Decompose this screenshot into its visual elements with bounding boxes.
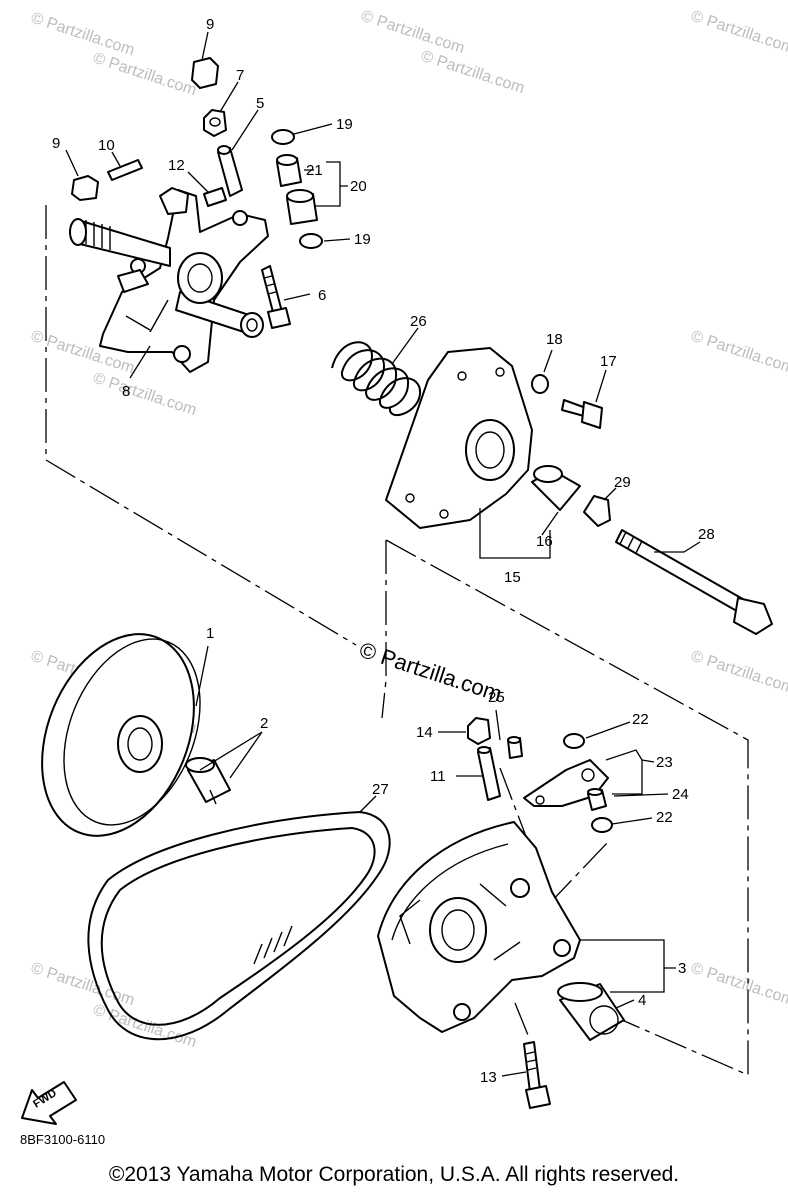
callout-2: 2 — [260, 715, 268, 732]
part-19-washer-bottom — [299, 233, 323, 249]
callout-9: 9 — [52, 135, 60, 152]
callout-26: 26 — [410, 313, 427, 330]
part-9-weight-left — [71, 175, 99, 201]
part-14-nut — [467, 717, 491, 745]
part-6-bolt — [261, 265, 291, 329]
part-13-bolt — [523, 1041, 551, 1109]
callout-10: 10 — [98, 137, 115, 154]
part-18-washer — [531, 374, 549, 394]
watermark: © Partzilla.com — [689, 328, 788, 377]
part-21-roller — [276, 154, 302, 187]
callout-28: 28 — [698, 526, 715, 543]
part-25-pin — [507, 736, 523, 759]
copyright-notice: ©2013 Yamaha Motor Corporation, U.S.A. A… — [108, 1163, 680, 1186]
callout-9: 9 — [206, 16, 214, 33]
part-9-weight-top — [191, 57, 219, 89]
part-3-secondary-sheave — [377, 821, 581, 1033]
watermark: © Partzilla.com — [29, 960, 137, 1009]
callout-8: 8 — [122, 383, 130, 400]
part-19-washer-top — [271, 129, 295, 145]
callout-22: 22 — [632, 711, 649, 728]
watermark: © Partzilla.com — [689, 8, 788, 57]
callout-25: 25 — [488, 689, 505, 706]
part-16-bushing — [531, 465, 581, 511]
callout-19: 19 — [354, 231, 371, 248]
part-26-spring — [331, 341, 422, 417]
diagram-code: 8BF3100-6110 — [20, 1132, 106, 1147]
fwd-arrow-icon: FWD — [21, 1081, 77, 1125]
callout-17: 17 — [600, 353, 617, 370]
watermark: © Partzilla.com — [419, 48, 527, 97]
watermark: © Partzilla.com — [359, 8, 467, 57]
watermark: © Partzilla.com — [91, 50, 199, 99]
watermark: © Partzilla.com — [29, 10, 137, 59]
part-20-roller — [286, 189, 318, 225]
part-23-arm — [523, 759, 609, 807]
part-1-sheave — [41, 633, 201, 837]
part-4-bushing — [557, 982, 625, 1041]
part-11-shaft — [477, 746, 501, 801]
callout-24: 24 — [672, 786, 689, 803]
part-17-bolt — [561, 399, 603, 429]
callout-16: 16 — [536, 533, 553, 550]
part-10-pin — [107, 159, 143, 181]
callout-29: 29 — [614, 474, 631, 491]
part-27-belt — [87, 810, 391, 1041]
leader-lines — [65, 31, 701, 1077]
callout-21: 21 — [306, 162, 323, 179]
callout-23: 23 — [656, 754, 673, 771]
watermark: © Partzilla.com — [91, 370, 199, 419]
callout-18: 18 — [546, 331, 563, 348]
part-2-bushing — [185, 757, 231, 805]
watermark: © Partzilla.com — [689, 648, 788, 697]
callout-7: 7 — [236, 67, 244, 84]
callout-3: 3 — [678, 960, 686, 977]
part-22-washer-top — [563, 733, 585, 749]
watermark-center: © Partzilla.com — [356, 637, 505, 707]
callout-14: 14 — [416, 724, 433, 741]
callout-12: 12 — [168, 157, 185, 174]
callout-22: 22 — [656, 809, 673, 826]
callout-15: 15 — [504, 569, 521, 586]
callouts: 9 7 5 19 9 10 12 21 20 19 6 8 26 18 17 2… — [52, 16, 715, 1086]
callout-6: 6 — [318, 287, 326, 304]
callout-20: 20 — [350, 178, 367, 195]
part-22-washer-bottom — [591, 817, 613, 833]
callout-11: 11 — [430, 768, 446, 785]
callout-19: 19 — [336, 116, 353, 133]
part-15-cover — [385, 347, 533, 529]
part-29-clip — [583, 495, 611, 527]
part-5-shaft — [217, 145, 243, 197]
callout-5: 5 — [256, 95, 264, 112]
callout-4: 4 — [638, 992, 646, 1009]
part-12-bolt — [203, 187, 227, 207]
primary-sheave — [69, 187, 269, 373]
part-24-roller — [587, 788, 607, 811]
callout-27: 27 — [372, 781, 389, 798]
callout-13: 13 — [480, 1069, 497, 1086]
part-7-nut — [203, 109, 227, 137]
watermark: © Partzilla.com — [689, 960, 788, 1009]
part-28-long-bolt — [615, 529, 773, 635]
callout-1: 1 — [206, 625, 214, 642]
